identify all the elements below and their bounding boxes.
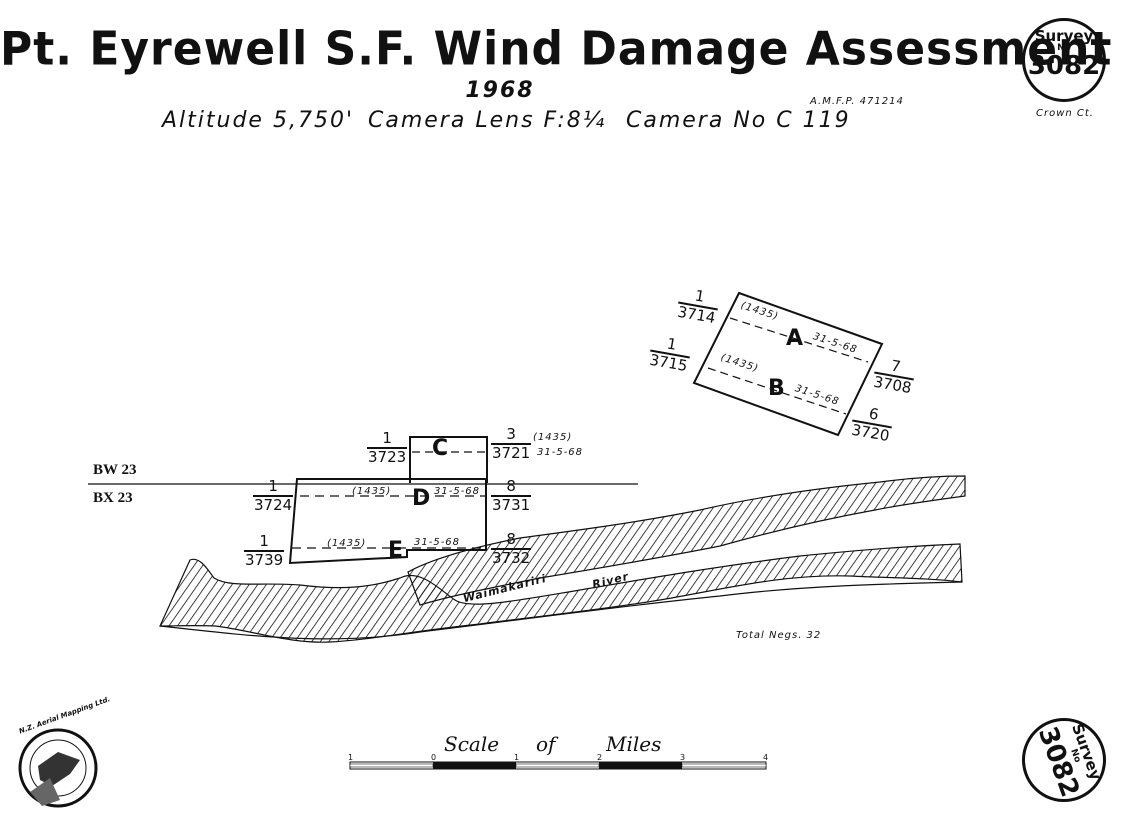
total-negs-label: Total Negs. 32 [736,630,822,641]
run-a-line [729,317,869,363]
map-title: Pt. Eyrewell S.F. Wind Damage Assessment [0,22,1113,77]
area-e-date: 31-5-68 [414,537,461,548]
run-label-bx: BX 23 [93,490,133,506]
area-c-letter: C [432,436,449,461]
scale-tick: 3 [680,753,686,762]
area-b-letter: B [768,376,785,401]
area-e-letter: E [388,538,404,563]
scale-word: Scale [444,732,500,756]
run-b-line [707,367,847,415]
scale-tick: 0 [431,753,437,762]
scale-tick: 1 [348,753,354,762]
camera-number-label: Camera No C 119 [626,108,851,133]
survey-stamp-top: Survey No 3082 [1022,18,1106,102]
survey-stamp-no: No [1057,43,1071,53]
scale-tick: 1 [514,753,520,762]
area-c-date: 31-5-68 [537,447,584,458]
area-d-letter: D [412,486,431,511]
altitude-label: Altitude 5,750' [162,108,354,133]
area-ab-boundary [692,291,884,437]
scale-tick: 4 [763,753,769,762]
area-de-boundary [288,478,487,565]
area-c-run: (1435) [533,432,573,443]
area-c-boundary [409,436,488,483]
scale-miles-word: Miles [606,732,662,756]
scale-of-word: of [536,732,556,756]
area-a-letter: A [786,326,804,351]
run-label-bw: BW 23 [93,462,137,478]
map-year: 1968 [465,78,535,103]
crown-label: Crown Ct. [1036,108,1094,119]
survey-stamp-number: 3082 [1027,51,1101,81]
area-d-run: (1435) [352,486,392,497]
area-e-run: (1435) [327,538,367,549]
river-north-bank [407,475,966,606]
scale-bar [349,761,767,770]
area-d-date: 31-5-68 [434,486,481,497]
amfp-label: A.M.F.P. 471214 [810,96,904,107]
river-south-edge [159,581,963,640]
camera-lens-label: Camera Lens F:8¼ [368,108,607,133]
aerial-mapping-logo [18,728,98,808]
survey-stamp-word: Survey [1034,27,1094,45]
scale-tick: 2 [597,753,603,762]
